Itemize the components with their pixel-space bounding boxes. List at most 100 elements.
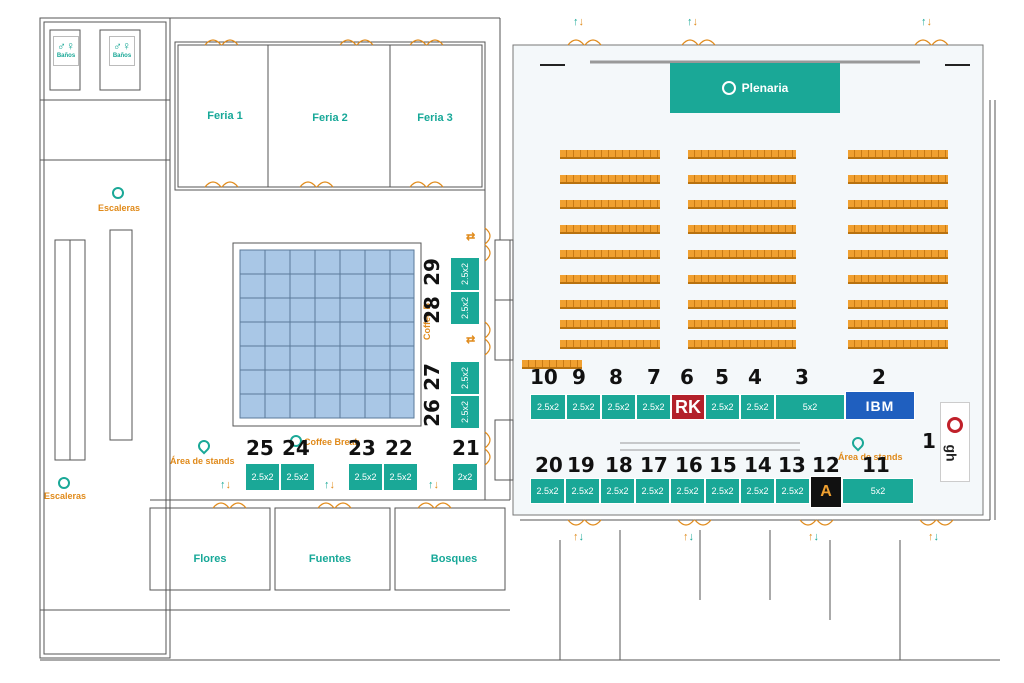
stand-3[interactable]: 5x2 <box>775 394 845 420</box>
coffee-break-label: Coffee Break <box>304 437 360 447</box>
chair-row <box>848 225 948 234</box>
chair-row <box>560 340 660 349</box>
stand-number-26: 26 <box>419 399 444 427</box>
entry-exit-arrows-icon: ↑↓ <box>573 16 584 28</box>
stand-8[interactable]: 2.5x2 <box>601 394 636 420</box>
chair-row <box>848 150 948 159</box>
stand-10[interactable]: 2.5x2 <box>530 394 566 420</box>
stand-13[interactable]: 2.5x2 <box>775 478 810 504</box>
entry-exit-arrows-icon: ↑↓ <box>428 479 439 491</box>
stand-16[interactable]: 2.5x2 <box>670 478 705 504</box>
chair-row <box>560 150 660 159</box>
stand-number-25: 25 <box>246 436 274 460</box>
chair-row <box>688 300 796 309</box>
stand-15[interactable]: 2.5x2 <box>705 478 740 504</box>
stand-number-29: 29 <box>419 258 444 286</box>
entry-exit-arrows-icon: ↑↓ <box>808 531 819 543</box>
stairs-icon <box>58 477 70 489</box>
stand-9[interactable]: 2.5x2 <box>566 394 601 420</box>
stand-18[interactable]: 2.5x2 <box>600 478 635 504</box>
chair-row <box>688 175 796 184</box>
stand-14[interactable]: 2.5x2 <box>740 478 775 504</box>
room-plenaria[interactable]: Plenaria <box>670 63 840 113</box>
stand-number-18: 18 <box>605 453 633 477</box>
chair-row <box>848 340 948 349</box>
stand-29[interactable]: 2.5x2 <box>450 257 480 291</box>
stand-27[interactable]: 2.5x2 <box>450 361 480 395</box>
room-fuentes[interactable]: Fuentes <box>308 553 352 565</box>
stand-number-7: 7 <box>647 365 661 389</box>
stand-number-19: 19 <box>567 453 595 477</box>
stand-20[interactable]: 2.5x2 <box>530 478 565 504</box>
chair-row <box>560 275 660 284</box>
stand-24[interactable]: 2.5x2 <box>280 463 315 491</box>
chair-row <box>688 275 796 284</box>
chair-row <box>560 225 660 234</box>
entry-exit-arrows-icon: ⇄ <box>466 231 476 243</box>
stand-19[interactable]: 2.5x2 <box>565 478 600 504</box>
coffee-icon <box>290 435 302 447</box>
entry-exit-arrows-icon: ↑↓ <box>928 531 939 543</box>
stand-21[interactable]: 2x2 <box>452 463 478 491</box>
stand-22[interactable]: 2.5x2 <box>383 463 418 491</box>
stand-number-23: 23 <box>348 436 376 460</box>
stand-1-logo-text: gh <box>943 444 960 462</box>
stand-number-3: 3 <box>795 365 809 389</box>
stand-7[interactable]: 2.5x2 <box>636 394 671 420</box>
chair-row <box>522 360 582 369</box>
stand-number-9: 9 <box>572 365 586 389</box>
room-flores[interactable]: Flores <box>193 553 227 565</box>
stand-number-16: 16 <box>675 453 703 477</box>
chair-row <box>688 320 796 329</box>
chair-row <box>848 275 948 284</box>
chair-row <box>848 320 948 329</box>
stand-1-ggh-logo[interactable]: gh <box>940 402 970 482</box>
chair-row <box>560 320 660 329</box>
stand-number-20: 20 <box>535 453 563 477</box>
stand-number-24: 24 <box>282 436 310 460</box>
entry-exit-arrows-icon: ↑↓ <box>687 16 698 28</box>
screen-icon <box>721 81 736 95</box>
stand-number-27: 27 <box>419 363 444 391</box>
stairs-label-top: Escaleras <box>98 203 141 213</box>
chair-row <box>848 200 948 209</box>
chair-row <box>848 300 948 309</box>
stand-number-4: 4 <box>748 365 762 389</box>
chair-row <box>560 250 660 259</box>
stand-number-17: 17 <box>640 453 668 477</box>
restroom-icon: ♂♀ <box>57 39 75 53</box>
stand-number-15: 15 <box>709 453 737 477</box>
chair-row <box>688 200 796 209</box>
stand-number-14: 14 <box>744 453 772 477</box>
stand-number-5: 5 <box>715 365 729 389</box>
stand-17[interactable]: 2.5x2 <box>635 478 670 504</box>
stand-23[interactable]: 2.5x2 <box>348 463 383 491</box>
chair-row <box>688 225 796 234</box>
entry-exit-arrows-icon: ↑↓ <box>921 16 932 28</box>
chair-row <box>560 200 660 209</box>
room-bosques[interactable]: Bosques <box>430 553 478 565</box>
stand-11[interactable]: 5x2 <box>842 478 914 504</box>
stand-28[interactable]: 2.5x2 <box>450 291 480 325</box>
stand-number-1: 1 <box>922 429 936 453</box>
room-feria-1[interactable]: Feria 1 <box>207 110 243 122</box>
logo-ring-icon <box>947 417 963 433</box>
room-feria-3[interactable]: Feria 3 <box>417 112 453 124</box>
chair-row <box>688 340 796 349</box>
restroom-right[interactable]: ♂♀ Baños <box>109 36 135 66</box>
entry-exit-arrows-icon: ↑↓ <box>324 479 335 491</box>
stand-5[interactable]: 2.5x2 <box>705 394 740 420</box>
stand-26[interactable]: 2.5x2 <box>450 395 480 429</box>
chair-row <box>560 175 660 184</box>
restroom-left[interactable]: ♂♀ Baños <box>53 36 79 66</box>
stand-2-ibm-logo[interactable]: IBM <box>845 391 915 420</box>
stand-4[interactable]: 2.5x2 <box>740 394 775 420</box>
stand-12-a-logo[interactable]: A <box>810 476 842 508</box>
stand-number-12: 12 <box>812 453 840 477</box>
stand-number-2: 2 <box>872 365 886 389</box>
stand-6-rk-logo[interactable]: RK <box>671 394 705 420</box>
room-feria-2[interactable]: Feria 2 <box>312 112 348 124</box>
stand-25[interactable]: 2.5x2 <box>245 463 280 491</box>
entry-exit-arrows-icon: ⇄ <box>466 334 476 346</box>
